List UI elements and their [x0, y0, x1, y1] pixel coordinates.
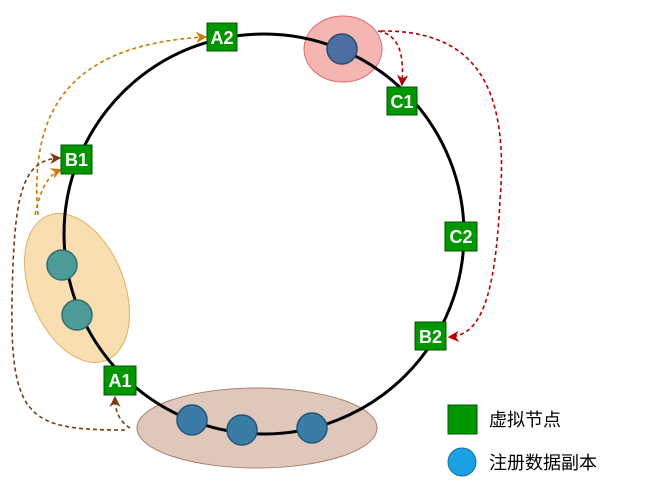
arrow-b2-red: [380, 30, 503, 342]
arrow-a1-brown: [109, 395, 131, 429]
legend-virtual-node-swatch: [447, 404, 478, 435]
arrow-c1-red: [377, 30, 409, 87]
svg-text:A1: A1: [108, 371, 131, 391]
arrow-b1-orange: [34, 168, 63, 216]
replica-group-left: [24, 213, 130, 363]
virtual-node-a2: A2: [206, 22, 238, 52]
replica-top: [326, 33, 358, 65]
legend-virtual-node-label: 虚拟节点: [489, 410, 561, 431]
legend-replica-swatch: [447, 447, 477, 477]
virtual-node-b2: B2: [414, 321, 447, 351]
replica-bottom-2: [226, 414, 258, 446]
svg-text:C2: C2: [449, 227, 472, 247]
virtual-node-b1: B1: [60, 144, 93, 175]
replica-bottom-1: [176, 404, 208, 436]
svg-text:A2: A2: [210, 28, 233, 48]
svg-text:B1: B1: [65, 150, 88, 170]
svg-text:B2: B2: [419, 327, 442, 347]
replica-bottom-3: [296, 412, 328, 444]
legend: 虚拟节点 注册数据副本: [447, 404, 597, 477]
arrow-a2-orange: [36, 31, 208, 216]
replica-left-2: [61, 299, 93, 331]
legend-replica-label: 注册数据副本: [489, 453, 597, 474]
virtual-node-c1: C1: [386, 86, 418, 116]
virtual-node-c2: C2: [444, 221, 478, 252]
arrow-b1-brown: [11, 152, 126, 431]
svg-text:C1: C1: [390, 92, 413, 112]
virtual-node-a1: A1: [103, 365, 137, 396]
replica-left-1: [46, 249, 78, 281]
